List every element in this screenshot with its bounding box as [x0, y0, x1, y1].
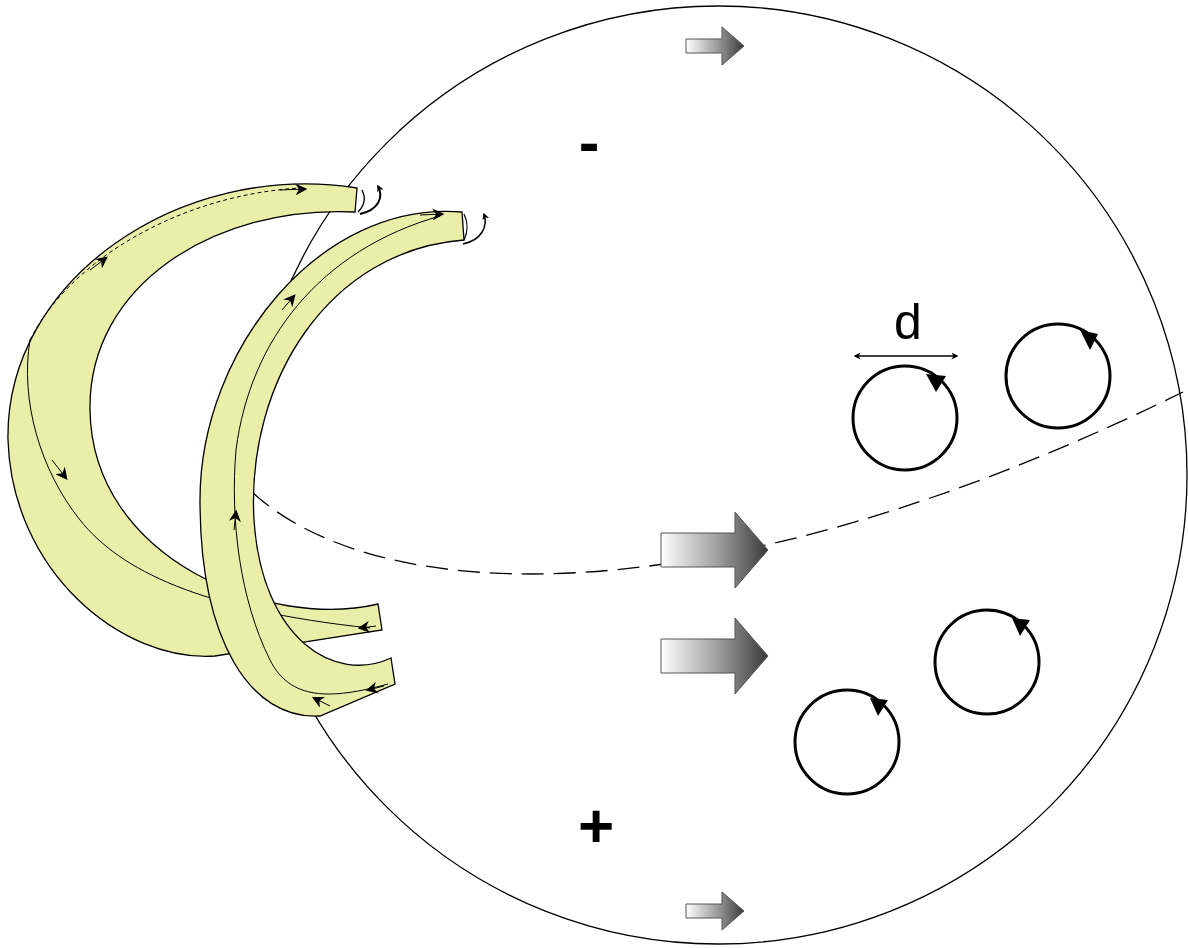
vortex-circle [795, 324, 1110, 794]
polarity-sign: - [579, 111, 600, 173]
dimension-arrow [855, 355, 957, 357]
vortex-arrowhead [870, 330, 1098, 716]
solar-disk [249, 6, 1187, 944]
flow-arrow [661, 27, 768, 930]
polarity-sign: + [578, 795, 614, 857]
flux-band [200, 211, 485, 716]
dimension-label: d [894, 297, 922, 347]
